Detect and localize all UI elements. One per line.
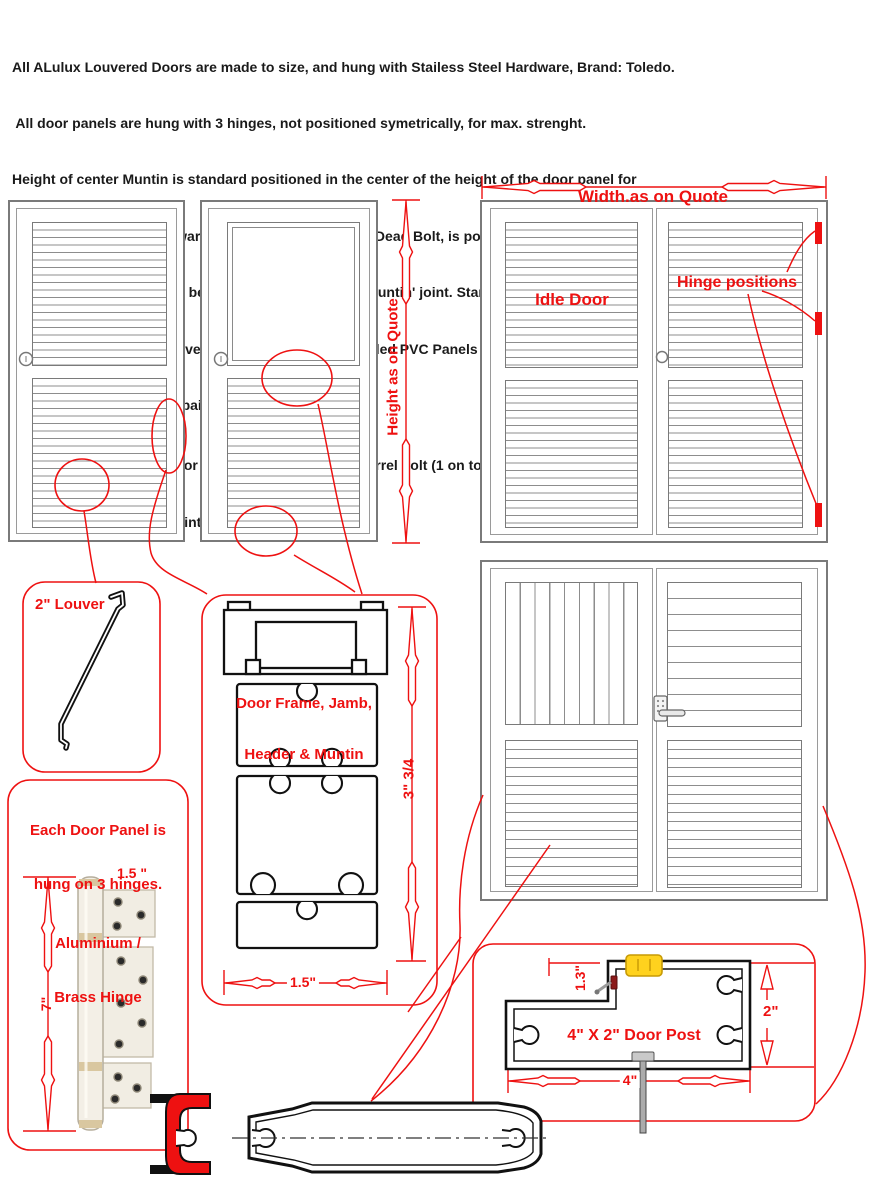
stile-tube bbox=[247, 1101, 543, 1174]
post-width-dim-label: 4" bbox=[619, 1072, 641, 1088]
frame-height-dim-label: 3" 3/4 bbox=[400, 758, 418, 800]
hinge-box-line3: Aluminium / bbox=[55, 935, 141, 952]
spec-line-1: All ALulux Louvered Doors are made to si… bbox=[12, 58, 675, 75]
frame-callout-box bbox=[201, 594, 438, 1006]
bottom-left-louver-panel bbox=[505, 740, 638, 887]
hinge-box-line2: hung on 3 hinges. bbox=[33, 876, 163, 893]
post-height-dim-label: 2" bbox=[763, 1003, 779, 1020]
idle-door-label: Idle Door bbox=[535, 290, 609, 309]
hinge-box-line4: Brass Hinge bbox=[54, 989, 142, 1006]
stile-jamb-profile-drawing bbox=[150, 1093, 548, 1175]
latch-keeper bbox=[610, 975, 618, 990]
barrel-bolt-rod bbox=[639, 1056, 647, 1134]
frame-box-label-line1: Door Frame, Jamb, bbox=[236, 695, 372, 712]
hinge-box-line1: Each Door Panel is bbox=[30, 822, 166, 839]
top-right-louver-panel bbox=[667, 582, 802, 727]
active-door-louver-bottom bbox=[668, 380, 803, 528]
pvc-slat-panel bbox=[505, 582, 638, 725]
hinge-box-text: Each Door Panel is hung on 3 hinges. Alu… bbox=[8, 786, 188, 1043]
louver-profile-drawing bbox=[58, 590, 126, 751]
post-height-dimension bbox=[750, 962, 814, 1068]
pvc-panel-inner-line bbox=[232, 227, 355, 361]
hinge-height-dim-label: 7" bbox=[38, 996, 54, 1012]
bottom-right-louver-panel bbox=[667, 740, 802, 888]
hinge-positions-label: Hinge positions bbox=[677, 274, 797, 291]
single-door-2-louver-bottom bbox=[227, 378, 360, 528]
single-door-2-pvc-panel bbox=[227, 222, 360, 366]
hinge-width-dim-label: 1.5 " bbox=[117, 865, 147, 881]
active-door-louver-top bbox=[668, 222, 803, 368]
post-box-label: 4" X 2" Door Post bbox=[567, 1027, 701, 1044]
idle-door-louver-top bbox=[505, 222, 638, 368]
frame-width-dim-label: 1.5" bbox=[286, 974, 320, 990]
red-jamb-section bbox=[165, 1093, 211, 1175]
idle-door-louver-bottom bbox=[505, 380, 638, 528]
width-dim-label: Width.as on Quote bbox=[577, 187, 729, 206]
frame-box-label: Door Frame, Jamb, Header & Muntin bbox=[236, 661, 372, 797]
spec-line-2: All door panels are hung with 3 hinges, … bbox=[12, 114, 587, 131]
frame-box-label-line2: Header & Muntin bbox=[244, 746, 364, 763]
louver-box-label: 2" Louver bbox=[35, 596, 105, 613]
height-dim-label: Height as on Quote bbox=[384, 298, 402, 436]
single-door-1-louver-bottom bbox=[32, 378, 167, 528]
post-depth-dim-label: 1.3" bbox=[572, 964, 588, 992]
yellow-cap bbox=[625, 954, 663, 977]
single-door-1-louver-top bbox=[32, 222, 167, 366]
